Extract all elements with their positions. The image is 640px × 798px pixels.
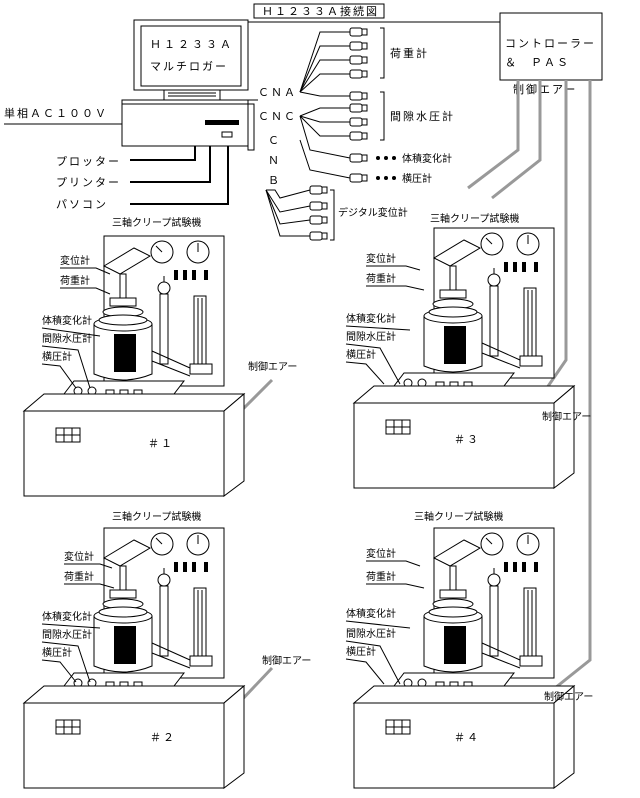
machine-4-pore: 間隙水圧計 (346, 627, 396, 640)
machine-3-number: ＃３ (454, 433, 480, 446)
machine-1-title: 三軸クリープ試験機 (112, 216, 201, 229)
machine-3-vol: 体積変化計 (346, 312, 396, 325)
machine-3-lat: 横圧計 (346, 348, 376, 361)
digital-displacement-plugs (265, 185, 328, 241)
machine-2-number: ＃２ (150, 731, 176, 744)
machine-3: 三軸クリープ試験機 ＃３ 制御エアー 変位計 荷重計 体積変化計 間隙水圧計 横… (345, 212, 591, 489)
logger-name: マルチロガー (150, 60, 228, 73)
machine-2-vol: 体積変化計 (42, 610, 92, 623)
title-box (253, 3, 385, 19)
machine-1-number: ＃１ (148, 437, 174, 450)
machine-2-lat: 横圧計 (42, 646, 72, 659)
logger-model: Ｈ１２３３Ａ (150, 38, 234, 51)
logger-monitor (140, 25, 242, 87)
channel-cna: ＣＮＡ (258, 86, 297, 99)
channel-b: Ｂ (268, 174, 281, 187)
machine-2-title: 三軸クリープ試験機 (112, 510, 201, 523)
plotter-label: プロッター (56, 155, 121, 168)
channel-cnc: ＣＮＣ (258, 110, 297, 123)
machine-1-load: 荷重計 (60, 274, 90, 287)
diagram-title: Ｈ１２３３Ａ接続図 (262, 4, 379, 18)
machine-4-disp: 変位計 (366, 547, 396, 560)
machine-3-title: 三軸クリープ試験機 (430, 212, 519, 225)
lateral-group-label: 横圧計 (402, 172, 432, 185)
machine-4-number: ＃４ (454, 731, 480, 744)
machine-1-pore: 間隙水圧計 (42, 332, 92, 345)
power-label: 単相ＡＣ１００Ｖ (4, 106, 108, 120)
digital-group-label: デジタル変位計 (338, 206, 408, 219)
machine-1-disp: 変位計 (60, 254, 90, 267)
pore-pressure-plugs (299, 91, 368, 141)
volume-group-label: 体積変化計 (402, 152, 452, 165)
load-cell-plugs (299, 27, 368, 93)
machine-3-load: 荷重計 (366, 272, 396, 285)
channel-c: Ｃ (268, 134, 281, 147)
machine-4-vol: 体積変化計 (346, 607, 396, 620)
machine-2-air: 制御エアー (262, 654, 311, 667)
machine-1-air: 制御エアー (248, 360, 297, 373)
channel-n: Ｎ (268, 154, 281, 167)
machine-4-air: 制御エアー (544, 690, 593, 703)
machine-1: 三軸クリープ試験機 ＃１ 制御エアー 変位計 荷重計 体積変化計 間隙水圧計 横… (23, 216, 297, 497)
machine-3-air: 制御エアー (542, 410, 591, 423)
machine-1-lat: 横圧計 (42, 350, 72, 363)
machine-4-lat: 横圧計 (346, 645, 376, 658)
machine-2-load: 荷重計 (64, 570, 94, 583)
machine-3-disp: 変位計 (366, 252, 396, 265)
controller-name: コントローラー (505, 37, 596, 50)
machine-2-disp: 変位計 (64, 550, 94, 563)
machine-1-vol: 体積変化計 (42, 314, 92, 327)
machine-2: 三軸クリープ試験機 ＃２ 制御エアー 変位計 荷重計 体積変化計 間隙水圧計 横… (23, 510, 311, 789)
machine-3-pore: 間隙水圧計 (346, 330, 396, 343)
pore-group-label: 間隙水圧計 (390, 109, 455, 123)
printer-label: プリンター (56, 176, 121, 189)
machine-2-pore: 間隙水圧計 (42, 628, 92, 641)
controller-box (499, 12, 603, 81)
controller-air-label: 制御エアー (513, 82, 577, 96)
machine-4-title: 三軸クリープ試験機 (414, 510, 503, 523)
machine-4: 三軸クリープ試験機 ＃４ 制御エアー 変位計 荷重計 体積変化計 間隙水圧計 横… (345, 510, 593, 789)
pc-label: パソコン (56, 198, 108, 211)
load-group-label: 荷重計 (390, 46, 429, 60)
controller-pas: ＆ ＰＡＳ (505, 56, 570, 69)
machine-4-load: 荷重計 (366, 570, 396, 583)
